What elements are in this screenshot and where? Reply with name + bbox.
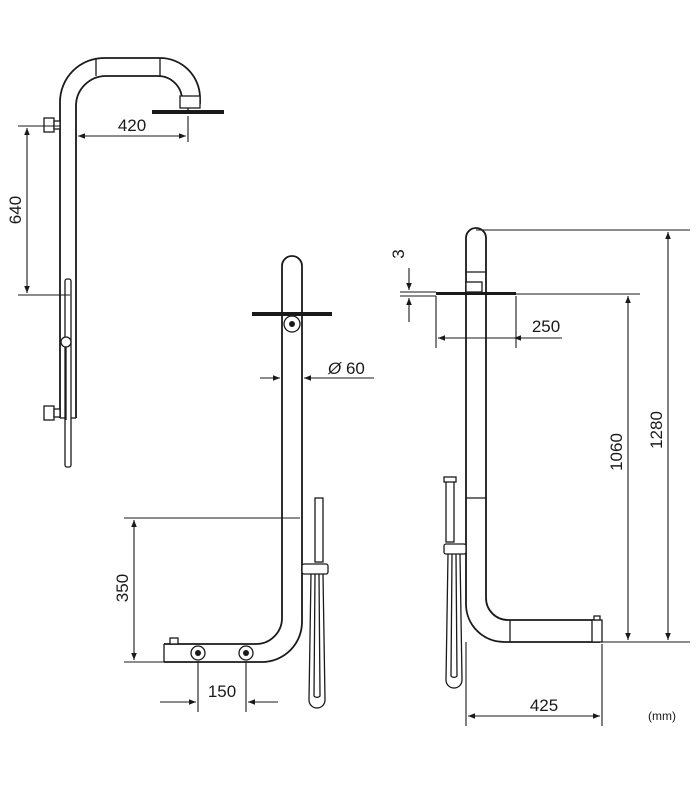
diameter-value: 60: [346, 359, 365, 378]
right-hose: [445, 553, 463, 689]
dim-label-1280: 1280: [647, 411, 666, 449]
front-shower-head: [252, 312, 332, 316]
dim-label-250: 250: [532, 317, 560, 336]
dim-label-3: 3: [389, 249, 408, 258]
dim-label-350: 350: [113, 574, 132, 602]
side-column-inner: [75, 75, 183, 418]
side-head-nozzle: [179, 95, 201, 109]
front-column-inner: [164, 266, 283, 645]
units-label: (mm): [648, 709, 676, 723]
side-view: 420 640: [6, 57, 224, 468]
side-column-outer: [59, 57, 201, 418]
front-column-outer: [164, 255, 303, 663]
right-view: 3 250 1060 1280 425: [389, 227, 690, 726]
side-hand-shower-holder: [60, 336, 72, 348]
front-hand-shower-holder: [301, 563, 329, 575]
side-bracket-top: [43, 117, 61, 133]
dim-label-425: 425: [530, 696, 558, 715]
front-hose: [308, 573, 326, 709]
right-hand-shower: [445, 479, 455, 543]
diameter-symbol: Ø: [327, 359, 343, 378]
right-hand-shower-holder: [443, 543, 467, 555]
dim-label-420: 420: [118, 116, 146, 135]
right-shower-head: [436, 292, 516, 295]
dim-label-1060: 1060: [607, 433, 626, 471]
dim-label-60: Ø 60: [327, 359, 365, 378]
side-bracket-bottom: [43, 405, 61, 421]
side-shower-head: [152, 110, 224, 114]
front-view: Ø 60 350 150: [113, 255, 374, 712]
dim-label-150: 150: [208, 682, 236, 701]
right-column-outer: [465, 227, 600, 621]
front-hand-shower: [314, 497, 324, 563]
right-column-inner: [465, 238, 600, 643]
dim-label-640: 640: [6, 196, 25, 224]
right-end-cap: [591, 619, 603, 643]
